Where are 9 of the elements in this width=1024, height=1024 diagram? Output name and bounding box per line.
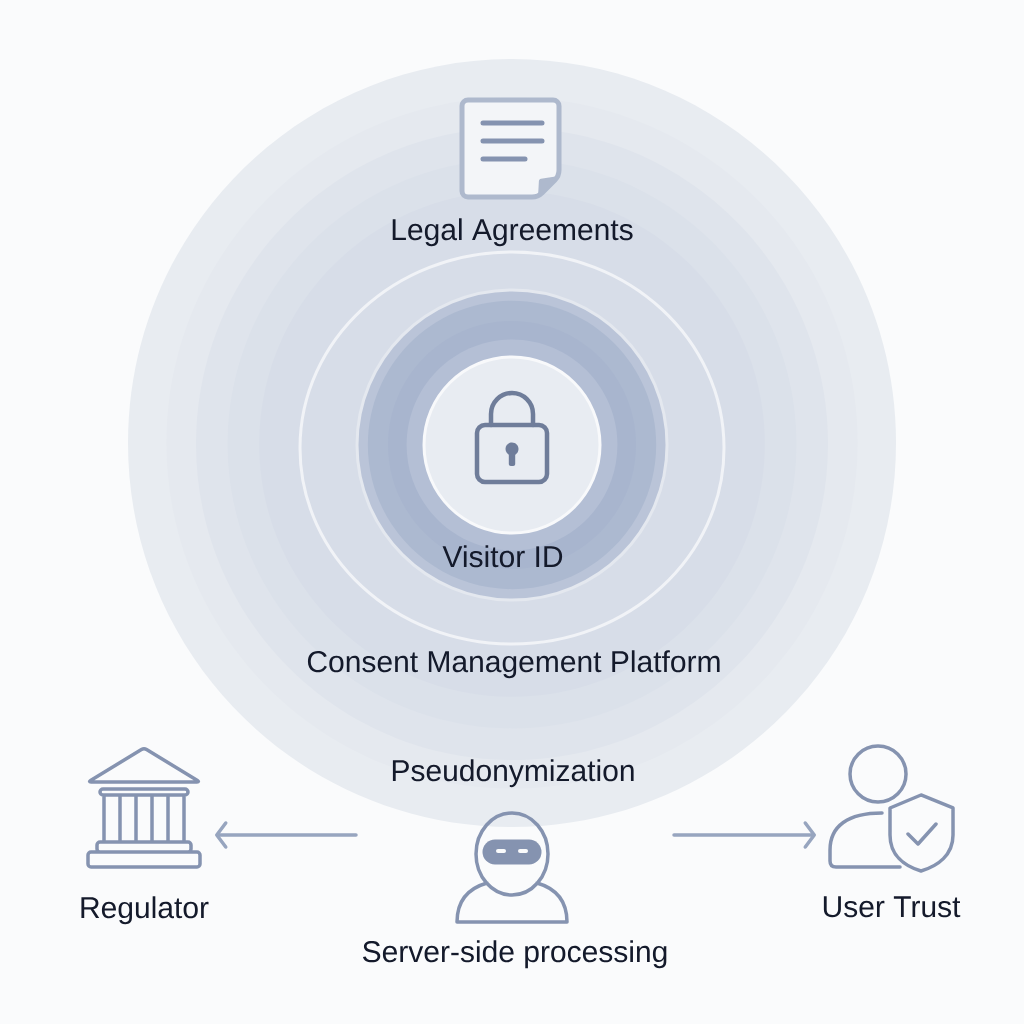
ring-label: Legal Agreements bbox=[392, 218, 633, 247]
arrow bbox=[215, 821, 358, 849]
icon-caption: Server-side processing bbox=[362, 940, 667, 969]
ring-label: Visitor ID bbox=[442, 545, 563, 568]
ring-label: Pseudonymization bbox=[392, 759, 634, 788]
ring-label: Consent Management Platform bbox=[307, 650, 720, 679]
arrow bbox=[672, 821, 816, 849]
icon-caption: Regulator bbox=[81, 896, 209, 925]
icon-caption: User Trust bbox=[823, 896, 961, 918]
